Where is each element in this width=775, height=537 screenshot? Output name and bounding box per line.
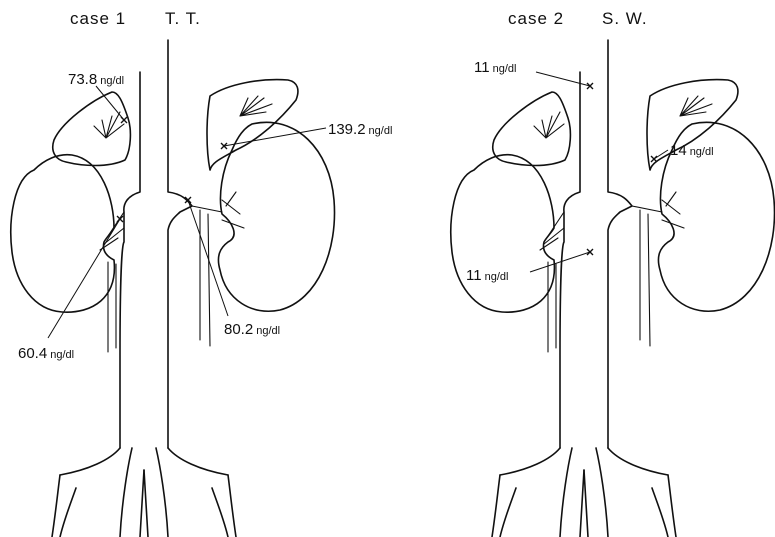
case-2-label: case 2 bbox=[508, 9, 564, 28]
case-1-label: case 1 bbox=[70, 9, 126, 28]
case-2-sample-marks bbox=[587, 83, 657, 255]
case-1-patient-initials: T. T. bbox=[165, 9, 201, 28]
case-2-leader-lines bbox=[530, 72, 668, 272]
case-1-leader-lines bbox=[48, 86, 326, 338]
case-2-anatomy bbox=[451, 40, 775, 537]
case-2-patient-initials: S. W. bbox=[602, 9, 648, 28]
case-1-anatomy bbox=[11, 40, 335, 537]
